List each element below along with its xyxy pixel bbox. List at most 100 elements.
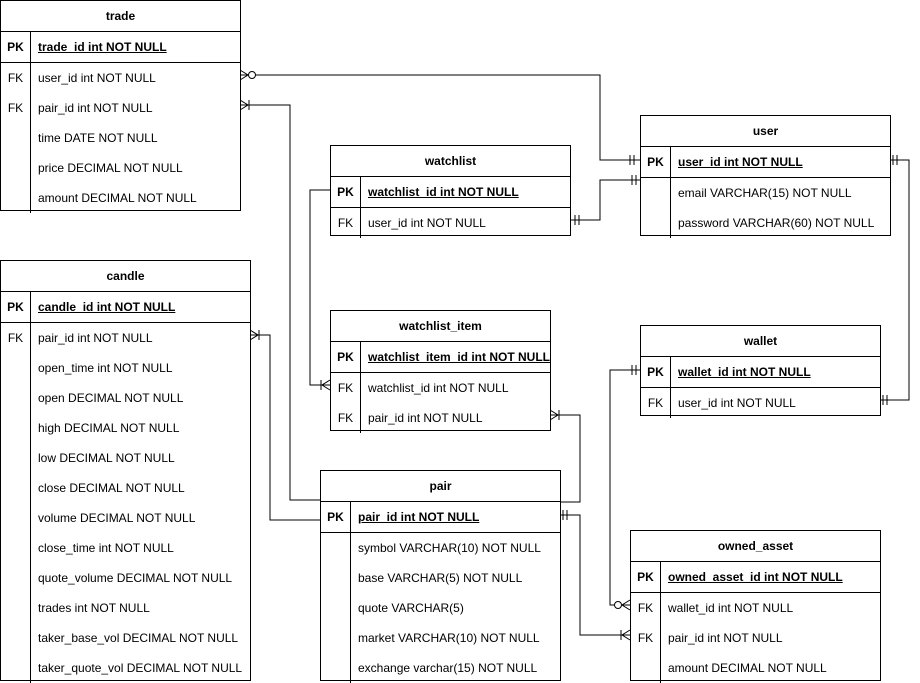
key-label xyxy=(1,183,31,213)
entity-title: pair xyxy=(321,471,560,502)
field-label: candle_id int NOT NULL xyxy=(38,300,176,314)
field-label: trades int NOT NULL xyxy=(38,601,150,615)
entity-row: FK pair_id int NOT NULL xyxy=(1,93,240,123)
one-bar-wallet-user xyxy=(882,395,888,405)
field-label: taker_quote_vol DECIMAL NOT NULL xyxy=(38,661,243,675)
key-label xyxy=(1,473,31,503)
entity-row: price DECIMAL NOT NULL xyxy=(1,153,240,183)
field-label: quote VARCHAR(5) xyxy=(358,601,464,615)
rel-trade-user xyxy=(240,74,640,161)
key-label: PK xyxy=(641,147,671,177)
entity-row: amount DECIMAL NOT NULL xyxy=(631,653,880,683)
key-label xyxy=(321,653,351,683)
entity-row: base VARCHAR(5) NOT NULL xyxy=(321,563,560,593)
rel-watchlist-user xyxy=(570,179,640,221)
optional-circle-wallet-ownedasset xyxy=(614,601,622,609)
field-label: trade_id int NOT NULL xyxy=(38,40,167,54)
field-label: pair_id int NOT NULL xyxy=(38,101,153,115)
field-label: wallet_id int NOT NULL xyxy=(678,365,811,379)
entity-title: watchlist_item xyxy=(331,311,550,342)
entity-row: exchange varchar(15) NOT NULL xyxy=(321,653,560,683)
key-label: FK xyxy=(1,93,31,123)
field-label: price DECIMAL NOT NULL xyxy=(38,161,183,175)
key-label xyxy=(1,123,31,153)
entity-row: password VARCHAR(60) NOT NULL xyxy=(641,208,890,238)
key-label: FK xyxy=(641,388,671,418)
key-label: FK xyxy=(331,403,361,433)
key-label: PK xyxy=(631,562,661,592)
key-label xyxy=(641,178,671,208)
field-label: user_id int NOT NULL xyxy=(678,396,796,410)
key-label xyxy=(1,383,31,413)
field-label: pair_id int NOT NULL xyxy=(368,411,483,425)
key-label xyxy=(1,563,31,593)
key-label: PK xyxy=(331,342,361,372)
entity-row: market VARCHAR(10) NOT NULL xyxy=(321,623,560,653)
field-label: high DECIMAL NOT NULL xyxy=(38,421,180,435)
one-bar-pair-ownedasset xyxy=(562,510,568,520)
entity-title: owned_asset xyxy=(631,531,880,562)
rel-candle-pair xyxy=(250,334,320,521)
key-label xyxy=(1,443,31,473)
field-label: open DECIMAL NOT NULL xyxy=(38,391,184,405)
entity-row: quote_volume DECIMAL NOT NULL xyxy=(1,563,250,593)
field-label: watchlist_item_id int NOT NULL xyxy=(367,350,550,364)
field-label: market VARCHAR(10) NOT NULL xyxy=(358,631,540,645)
field-label: user_id int NOT NULL xyxy=(678,155,803,169)
key-label: FK xyxy=(331,373,361,403)
rel-watchlistitem-pair xyxy=(550,414,581,503)
field-label: low DECIMAL NOT NULL xyxy=(38,451,175,465)
key-label xyxy=(321,623,351,653)
optional-circle-trade-user xyxy=(248,71,256,79)
key-label: PK xyxy=(1,32,31,62)
entity-row: FK user_id int NOT NULL xyxy=(641,388,880,418)
entity-row: volume DECIMAL NOT NULL xyxy=(1,503,250,533)
field-label: amount DECIMAL NOT NULL xyxy=(668,661,827,675)
entity-title: watchlist xyxy=(331,146,570,177)
rel-watchlist-item xyxy=(309,189,330,386)
key-label: FK xyxy=(631,593,661,623)
key-label xyxy=(641,208,671,238)
entity-row: trades int NOT NULL xyxy=(1,593,250,623)
entity-row: taker_base_vol DECIMAL NOT NULL xyxy=(1,623,250,653)
entity-watchlist-item[interactable]: watchlist_item PK watchlist_item_id int N… xyxy=(330,310,551,433)
key-label xyxy=(321,593,351,623)
crowfoot-watchlistitem-pair xyxy=(549,409,560,421)
entity-row: time DATE NOT NULL xyxy=(1,123,240,153)
field-label: close DECIMAL NOT NULL xyxy=(38,481,185,495)
entity-row: symbol VARCHAR(10) NOT NULL xyxy=(321,533,560,563)
key-label xyxy=(1,153,31,183)
field-label: open_time int NOT NULL xyxy=(38,361,173,375)
entity-title: trade xyxy=(1,1,240,32)
one-bar-watchlist-user xyxy=(574,215,580,225)
field-label: pair_id int NOT NULL xyxy=(38,331,153,345)
entity-row: high DECIMAL NOT NULL xyxy=(1,413,250,443)
entity-owned-asset[interactable]: owned_asset PK owned_asset_id int NOT NUL… xyxy=(630,530,881,683)
entity-title: user xyxy=(641,116,890,147)
field-label: quote_volume DECIMAL NOT NULL xyxy=(38,571,233,585)
entity-row: open DECIMAL NOT NULL xyxy=(1,383,250,413)
field-label: pair_id int NOT NULL xyxy=(668,631,783,645)
key-label: PK xyxy=(321,502,351,532)
field-label: owned_asset_id int NOT NULL xyxy=(668,570,843,584)
field-label: amount DECIMAL NOT NULL xyxy=(38,191,197,205)
key-label xyxy=(321,533,351,563)
key-label xyxy=(321,563,351,593)
entity-title: candle xyxy=(1,261,250,292)
rel-pair-ownedasset xyxy=(560,514,630,636)
key-label xyxy=(1,503,31,533)
